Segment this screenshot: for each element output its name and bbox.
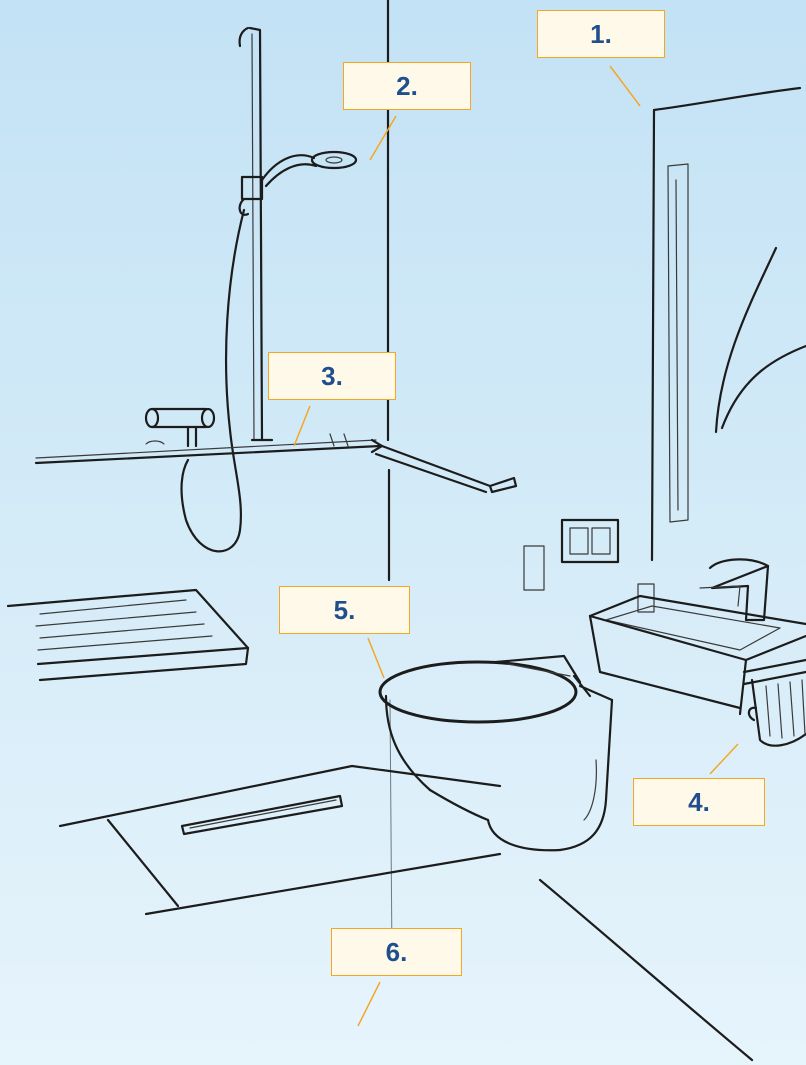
callout-2: 2. <box>343 62 471 110</box>
callout-1: 1. <box>537 10 665 58</box>
callout-pointer-2 <box>370 116 396 160</box>
callout-6: 6. <box>331 928 462 976</box>
callout-pointer-6 <box>358 982 380 1026</box>
callout-5-label: 5. <box>334 595 356 626</box>
callout-pointer-3 <box>294 406 310 446</box>
callout-4-label: 4. <box>688 787 710 818</box>
callout-pointer-1 <box>610 66 640 106</box>
callout-3-label: 3. <box>321 361 343 392</box>
callout-3: 3. <box>268 352 396 400</box>
callout-1-label: 1. <box>590 19 612 50</box>
callout-6-label: 6. <box>386 937 408 968</box>
callout-2-label: 2. <box>396 71 418 102</box>
callout-pointer-4 <box>710 744 738 774</box>
callout-pointer-5 <box>368 638 384 678</box>
callout-5: 5. <box>279 586 410 634</box>
callout-4: 4. <box>633 778 765 826</box>
